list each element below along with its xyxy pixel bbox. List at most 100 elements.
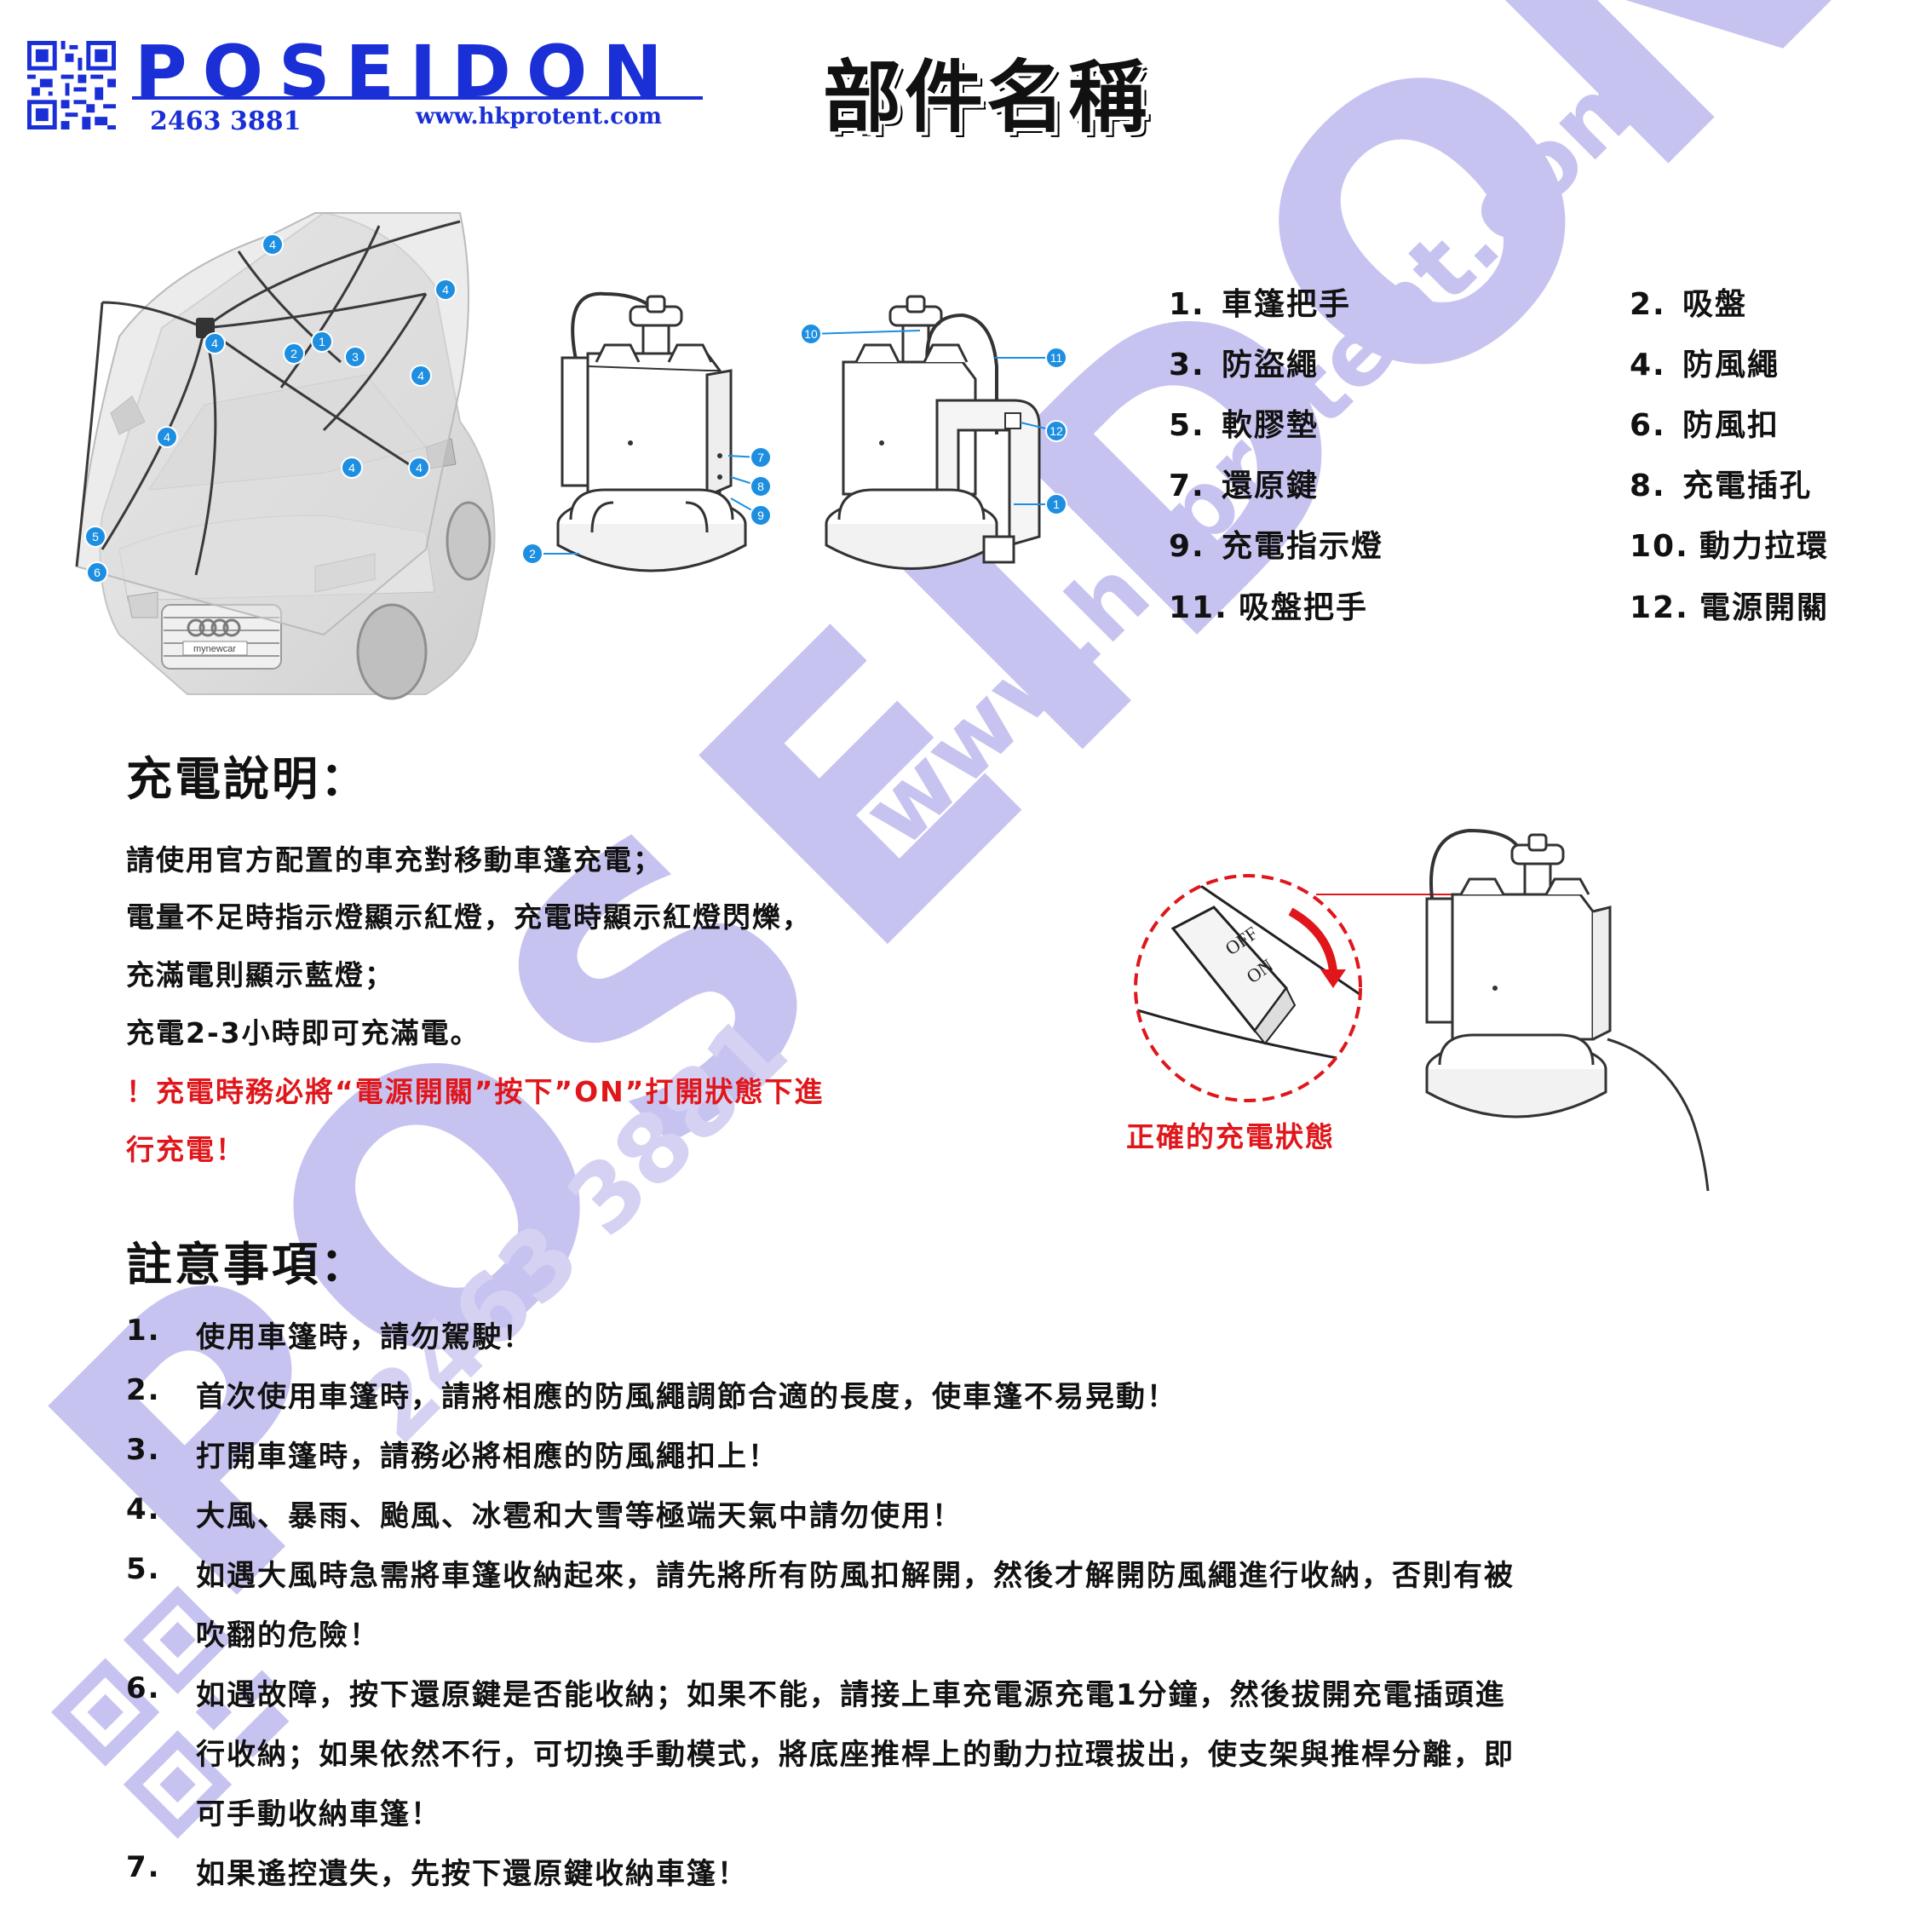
parts-item-number: 7. [1169,469,1205,503]
suction-base-rear-illustration [825,295,1041,570]
note-number: 2. [126,1373,161,1407]
note-text: 如遇大風時急需將車篷收納起來，請先將所有防風扣解開，然後才解開防風繩進行收納，否… [196,1559,1515,1593]
callout-marker [204,332,226,354]
parts-item-name: 防風繩 [1682,348,1780,382]
callout-marker [1045,347,1067,369]
charging-heading: 充電說明： [126,752,369,806]
callout-marker [1045,493,1067,515]
charging-warning-1: ！充電時務必將“電源開關”按下”ON”打開狀態下進 [126,1075,825,1108]
callout-label: 11 [1050,351,1063,365]
callout-label: 4 [417,369,424,382]
callout-label: 3 [352,350,359,364]
note-item: 3.打開車篷時，請務必將相應的防風繩扣上！ [126,1433,1745,1492]
note-text: 可手動收納車篷！ [196,1797,441,1831]
parts-item-name: 防風扣 [1682,408,1780,443]
parts-item-number: 5. [1169,408,1205,443]
parts-item-number: 6. [1630,408,1666,443]
callout-label: 7 [757,451,764,464]
parts-item-name: 吸盤把手 [1239,590,1369,625]
parts-item-name: 電源開關 [1699,590,1830,625]
charging-line-4: 充電2-3小時即可充滿電。 [126,1016,480,1049]
parts-item: 8. 充電插孔 [1630,461,1812,505]
callout-label: 4 [348,461,355,474]
parts-item-number: 12. [1630,590,1689,625]
callout-marker [750,504,772,526]
parts-item-number: 4. [1630,348,1666,382]
parts-item-name: 還原鍵 [1222,469,1320,503]
callout-marker [156,426,178,448]
charging-line-1: 請使用官方配置的車充對移動車篷充電； [126,843,663,877]
parts-item: 3.防盜繩 [1169,340,1319,384]
callout-marker [408,457,430,479]
callout-marker [262,233,284,256]
parts-item-number: 9. [1169,529,1205,564]
correct-charging-label: 正確的充電狀態 [1126,1120,1335,1153]
brand-logo: POSEIDON [135,30,678,113]
parts-item-number: 11. [1169,590,1228,625]
parts-item: 6. 防風扣 [1630,400,1780,445]
note-item: 2.首次使用車篷時，請將相應的防風繩調節合適的長度，使車篷不易晃動！ [126,1373,1745,1433]
callout-label: 12 [1049,424,1063,438]
parts-item: 7. 還原鍵 [1169,461,1319,505]
callout-marker [283,342,305,365]
note-text: 如果遙控遺失，先按下還原鍵收納車篷！ [196,1857,748,1891]
car-license-plate: mynewcar [193,644,236,654]
callout-marker [750,475,772,497]
parts-item-name: 充電指示燈 [1222,529,1384,564]
callout-marker [521,543,543,565]
note-item: 7. 如果遙控遺失，先按下還原鍵收納車篷！ [126,1850,1745,1910]
note-item: 6. 如遇故障，按下還原鍵是否能收納；如果不能，請接上車充電源充電1分鐘，然後拔開… [126,1671,1745,1850]
note-text: 行收納；如果依然不行，可切換手動模式，將底座推桿上的動力拉環拔出，使支架與推桿分… [196,1738,1515,1772]
callout-marker [84,526,106,548]
header: POSEIDON 2463 3881 www.hkprotent.com 部件名… [0,0,1932,145]
parts-item-name: 吸盤 [1682,287,1748,322]
header-rule [132,96,703,100]
parts-item-name: 充電插孔 [1682,469,1813,503]
charging-line-2: 電量不足時指示燈顯示紅燈，充電時顯示紅燈閃爍， [126,900,812,934]
car-tent-illustration: mynewcar [75,211,496,700]
parts-item: 12. 電源開關 [1630,583,1829,627]
note-text: 打開車篷時，請務必將相應的防風繩扣上！ [196,1440,779,1474]
note-number: 7. [126,1850,161,1884]
qr-code-icon [27,41,116,129]
note-number: 1. [126,1314,161,1348]
callout-marker [344,346,366,368]
note-item: 1. 使用車篷時，請勿駕駛！ [126,1314,1745,1373]
charging-warning-2: 行充電！ [126,1133,245,1166]
callout-label: 1 [319,335,325,348]
callout-marker [311,331,333,353]
phone-number: 2463 3881 [150,106,302,136]
callout-label: 6 [94,566,101,579]
callout-label: 4 [164,430,170,444]
website-link[interactable]: www.hkprotent.com [416,104,662,129]
page-title: 部件名稱 [823,52,1151,143]
note-text: 如遇故障，按下還原鍵是否能收納；如果不能，請接上車充電源充電1分鐘，然後拔開充電… [196,1678,1506,1712]
callout-label: 4 [269,238,276,251]
parts-item-number: 10. [1630,529,1689,564]
rotate-arrow-icon [1288,907,1337,972]
notes-heading: 註意事項： [126,1238,369,1291]
callout-label: 2 [290,347,297,360]
note-number: 6. [126,1671,161,1705]
parts-item-number: 2. [1630,287,1666,322]
switch-connector-line [1316,894,1452,895]
callout-marker [410,365,432,387]
power-switch-closeup: OFF ON [1134,874,1362,1102]
note-number: 5. [126,1552,161,1586]
parts-item: 9. 充電指示燈 [1169,521,1383,566]
parts-item-number: 8. [1630,469,1666,503]
parts-item-name: 動力拉環 [1699,529,1830,564]
callout-marker [800,323,822,345]
parts-item-name: 防盜繩 [1222,348,1320,382]
note-item: 4.大風、暴雨、颱風、冰雹和大雪等極端天氣中請勿使用！ [126,1492,1745,1552]
parts-item-number: 1. [1169,287,1205,322]
parts-item: 10. 動力拉環 [1630,521,1829,566]
callout-marker [750,446,772,469]
callout-label: 8 [757,480,764,493]
note-text: 使用車篷時，請勿駕駛！ [196,1320,533,1354]
callout-marker [341,457,363,479]
callout-marker [1045,420,1067,442]
